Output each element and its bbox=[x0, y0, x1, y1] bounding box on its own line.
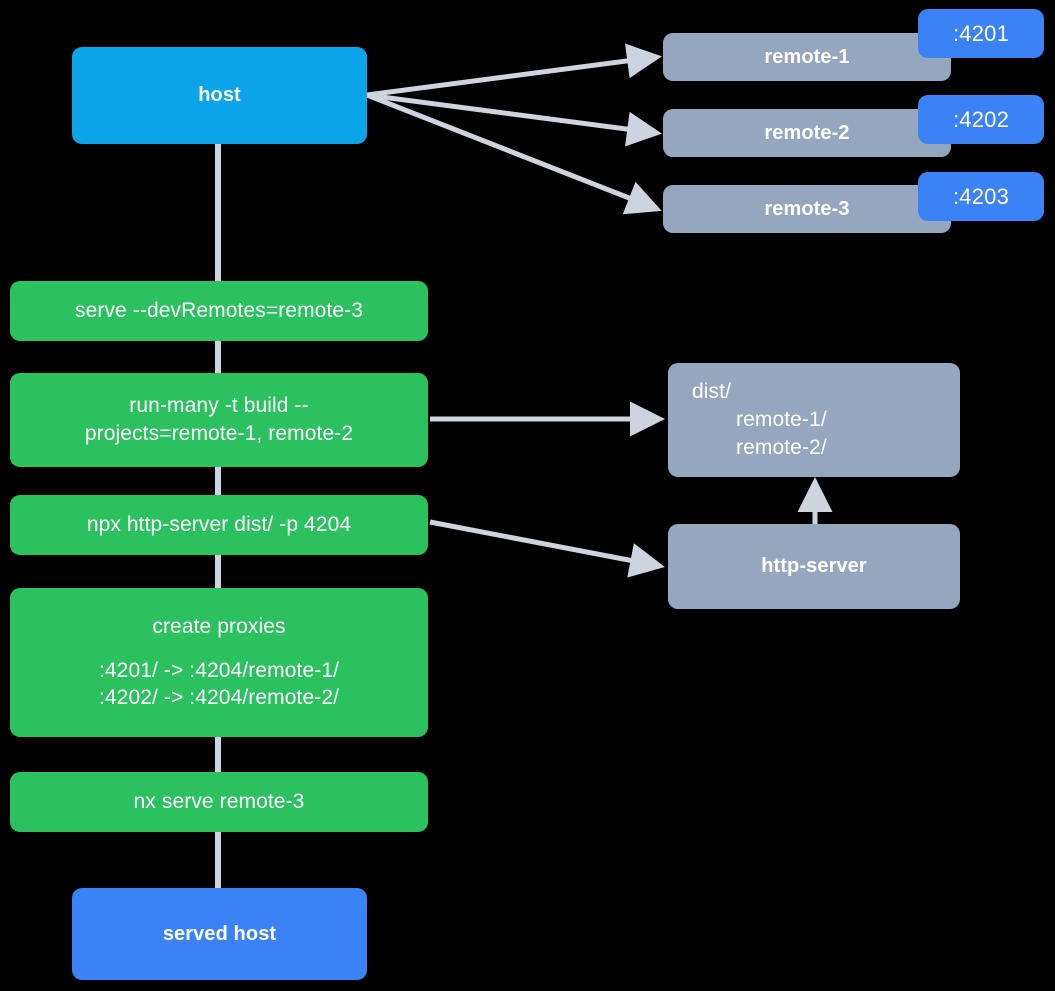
badge-remote-3-port-label: :4203 bbox=[952, 183, 1010, 209]
node-remote-3-label: remote-3 bbox=[764, 197, 850, 220]
node-remote-3[interactable]: remote-3 bbox=[663, 185, 951, 233]
node-host[interactable]: host bbox=[72, 47, 367, 144]
edge-host-to-remote-1 bbox=[366, 43, 662, 98]
badge-remote-3-port: :4203 bbox=[918, 172, 1044, 221]
edge-npx-to-httpserver bbox=[429, 519, 665, 578]
node-remote-1-label: remote-1 bbox=[764, 45, 850, 68]
node-command-npx-http-server[interactable]: npx http-server dist/ -p 4204 bbox=[10, 495, 428, 555]
node-command-nx-serve-remote-3-line-1: nx serve remote-3 bbox=[133, 790, 305, 814]
node-command-npx-http-server-line-1: npx http-server dist/ -p 4204 bbox=[86, 513, 352, 537]
node-command-run-many-line-1: run-many -t build -- bbox=[129, 394, 309, 418]
edge-host-to-remote-3 bbox=[366, 92, 662, 215]
node-command-create-proxies-mapping-1: :4201/ -> :4204/remote-1/ bbox=[98, 658, 340, 682]
node-command-create-proxies[interactable]: create proxies :4201/ -> :4204/remote-1/… bbox=[10, 588, 428, 737]
badge-remote-1-port: :4201 bbox=[918, 9, 1044, 58]
node-dist-output[interactable]: dist/ remote-1/ remote-2/ bbox=[668, 363, 960, 477]
node-http-server-process-label: http-server bbox=[761, 555, 867, 578]
edge-host-to-remote-2 bbox=[366, 92, 662, 147]
node-remote-2-label: remote-2 bbox=[764, 121, 850, 144]
node-command-create-proxies-mapping-2: :4202/ -> :4204/remote-2/ bbox=[98, 686, 340, 710]
badge-remote-2-port-label: :4202 bbox=[952, 106, 1010, 132]
node-command-nx-serve-remote-3[interactable]: nx serve remote-3 bbox=[10, 772, 428, 832]
node-command-create-proxies-title: create proxies bbox=[152, 614, 286, 638]
node-dist-output-line-1: dist/ bbox=[692, 380, 732, 404]
node-served-host[interactable]: served host bbox=[72, 888, 367, 980]
node-dist-output-line-2: remote-1/ bbox=[736, 408, 827, 432]
node-command-serve-devremotes-line-1: serve --devRemotes=remote-3 bbox=[74, 299, 364, 323]
node-remote-2[interactable]: remote-2 bbox=[663, 109, 951, 157]
node-served-host-label: served host bbox=[162, 922, 277, 945]
badge-remote-1-port-label: :4201 bbox=[952, 20, 1010, 46]
edge-host-to-remotes bbox=[366, 43, 662, 215]
badge-remote-2-port: :4202 bbox=[918, 95, 1044, 144]
node-host-label: host bbox=[198, 84, 241, 107]
node-command-serve-devremotes[interactable]: serve --devRemotes=remote-3 bbox=[10, 281, 428, 341]
node-dist-output-line-3: remote-2/ bbox=[736, 435, 827, 459]
node-http-server-process[interactable]: http-server bbox=[668, 524, 960, 609]
node-command-run-many-line-2: projects=remote-1, remote-2 bbox=[84, 422, 354, 445]
node-command-run-many[interactable]: run-many -t build -- projects=remote-1, … bbox=[10, 373, 428, 467]
node-remote-1[interactable]: remote-1 bbox=[663, 33, 951, 81]
